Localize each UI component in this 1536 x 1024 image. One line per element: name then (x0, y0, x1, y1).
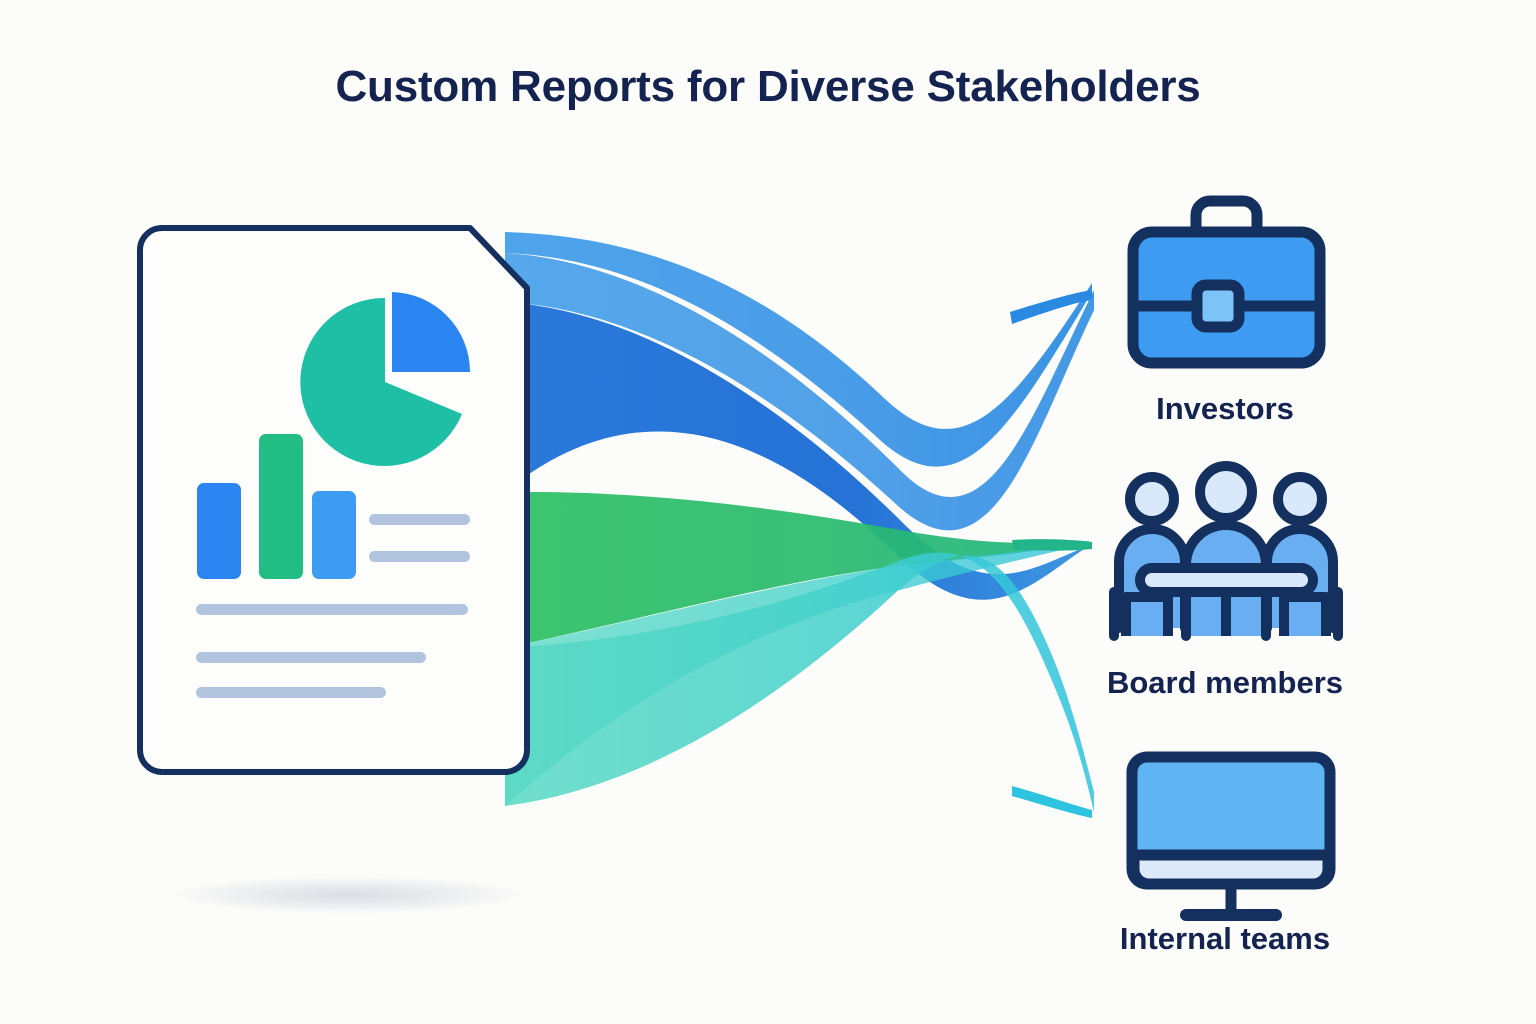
people-at-table-icon[interactable] (1109, 461, 1343, 641)
page-title: Custom Reports for Diverse Stakeholders (335, 62, 1201, 111)
stakeholder-label-internal-teams: Internal teams (1119, 921, 1331, 956)
monitor-icon[interactable] (1126, 751, 1336, 921)
bar-1 (197, 483, 241, 579)
bar-chart (197, 434, 356, 579)
ribbon-green (505, 491, 1090, 648)
pie-chart (300, 292, 471, 466)
ribbon-dark-blue (505, 302, 1090, 600)
ribbon-light-blue (505, 232, 1094, 531)
stakeholder-label-investors: Investors (1156, 391, 1294, 426)
bar-2 (259, 434, 303, 579)
bar-3 (312, 491, 356, 579)
stream-tips (1010, 290, 1092, 818)
document-text-lines (196, 604, 468, 698)
ribbon-teal (505, 543, 1094, 812)
briefcase-icon[interactable] (1127, 195, 1326, 369)
stakeholder-label-board-members: Board members (1106, 665, 1344, 700)
document-inline-lines (369, 514, 470, 562)
